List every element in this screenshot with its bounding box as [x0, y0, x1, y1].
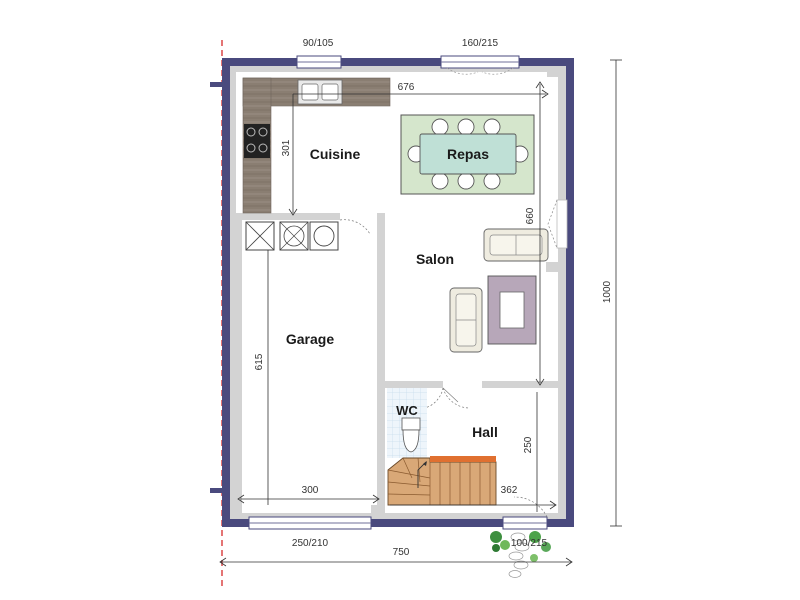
room-label-salon: Salon — [416, 251, 454, 267]
entrance-door-dimension: 100/215 — [511, 538, 548, 549]
kitchen-width-dimension: 676 — [398, 82, 415, 93]
sink — [297, 79, 343, 105]
window-kitchen-dimension: 90/105 — [303, 38, 334, 49]
boiler — [279, 221, 309, 251]
cooktop — [244, 124, 270, 158]
sofa-left — [449, 287, 483, 353]
room-label-hall: Hall — [472, 424, 498, 440]
outer-walls — [210, 58, 574, 527]
stepping-stones — [508, 532, 530, 578]
hall-depth-dimension: 250 — [523, 436, 534, 453]
hall-door-swing — [442, 387, 471, 409]
interior-walls — [236, 66, 558, 513]
garage-depth-dimension: 615 — [254, 353, 265, 370]
total-width-dimension: 750 — [393, 547, 410, 558]
total-depth-dimension: 1000 — [602, 280, 613, 303]
window-right — [547, 199, 568, 249]
room-label-wc: WC — [396, 403, 418, 418]
entrance-door-opening — [502, 496, 548, 530]
room-label-garage: Garage — [286, 331, 334, 347]
sofa-top — [483, 228, 549, 262]
dimension-lines — [219, 59, 622, 567]
room-label-repas: Repas — [447, 146, 489, 162]
dining-table — [407, 118, 529, 190]
toilet — [401, 417, 421, 453]
kitchen-depth-dimension: 301 — [281, 139, 292, 156]
window-dining-dimension: 160/215 — [462, 38, 499, 49]
salon-depth-dimension: 660 — [525, 207, 536, 224]
living-rug — [487, 275, 537, 345]
garage-door-dimension: 250/210 — [292, 538, 329, 549]
washing-machine — [245, 221, 275, 251]
hall-width-dimension: 362 — [501, 485, 518, 496]
garden-plants — [490, 531, 551, 562]
window-dining — [440, 55, 520, 75]
window-kitchen — [296, 55, 342, 69]
garage-door-opening — [248, 516, 372, 530]
wc-door-swing — [424, 387, 444, 409]
dryer — [309, 221, 339, 251]
garage-width-dimension: 300 — [302, 485, 319, 496]
staircase — [387, 456, 497, 506]
room-label-cuisine: Cuisine — [310, 146, 361, 162]
kitchen-garage-door-swing — [339, 219, 371, 235]
